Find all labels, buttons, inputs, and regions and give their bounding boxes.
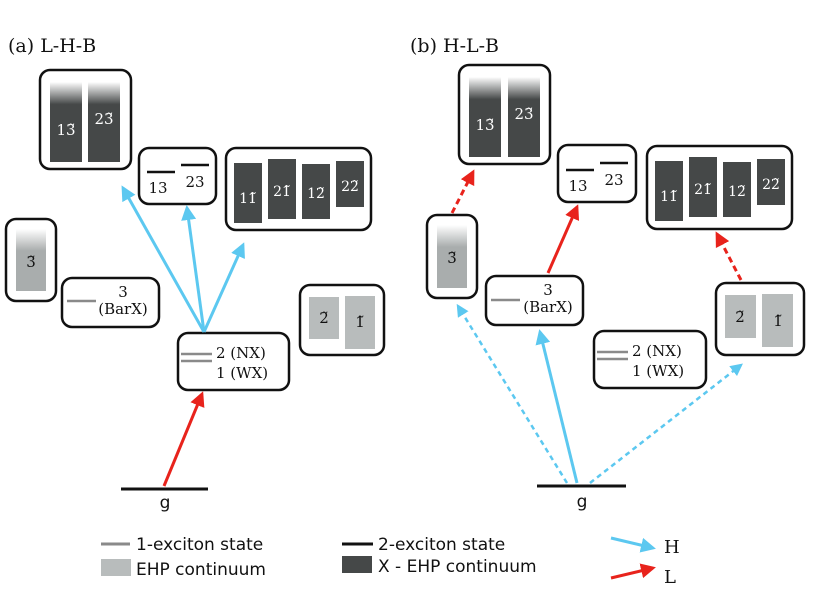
label-3: 3	[118, 283, 128, 301]
panel-b-arrow-L-dashed-right	[715, 231, 743, 281]
legend-H-arrow	[610, 536, 656, 553]
label-barx: (BarX)	[98, 300, 148, 318]
panel-b-arrow-H-solid	[535, 329, 579, 484]
panel-b-xehp-top-box: 13̃ 23̃	[457, 63, 552, 166]
panel-b: (b) H-L-B 13̃ 23̃ 13 23 11̃ 21̃ 12̃	[410, 35, 806, 512]
label-11t: 11̃	[660, 189, 678, 205]
label-3t: 3̃	[26, 253, 36, 271]
label-13t: 13̃	[475, 116, 494, 134]
label-21t: 21̃	[694, 182, 712, 198]
legend-H-label: H	[664, 537, 680, 558]
label-3: 3	[543, 281, 553, 299]
label-nx: 2 (NX)	[216, 344, 266, 362]
panel-a: (a) L-H-B 13̃ 23̃ 13 23 11̃ 21̃ 12̃	[4, 35, 386, 513]
panel-b-title: (b) H-L-B	[410, 35, 499, 57]
label-23t: 23̃	[514, 105, 533, 123]
panel-b-ehp21-box: 2̃ 1̃	[714, 281, 806, 357]
panel-b-arrow-H-dashed-right	[589, 363, 743, 484]
panel-b-arrow-L-solid	[546, 204, 580, 274]
panel-a-arrow-H-1	[121, 185, 206, 333]
legend: 1-exciton state EHP continuum 2-exciton …	[101, 535, 680, 588]
label-3t: 3̃	[447, 249, 457, 267]
label-23t: 23̃	[94, 110, 113, 128]
panel-a-xehp-top-box: 13̃ 23̃	[38, 68, 133, 171]
label-12t: 12̃	[307, 186, 325, 202]
panel-b-xehp-right-box: 11̃ 21̃ 12̃ 22̃	[645, 144, 794, 231]
panel-a-arrow-H-2	[181, 205, 206, 333]
legend-xehp-label: X - EHP continuum	[378, 557, 537, 577]
label-13: 13	[568, 177, 587, 195]
panel-a-title: (a) L-H-B	[8, 35, 96, 57]
legend-ehp-label: EHP continuum	[136, 560, 266, 580]
panel-b-biexciton-box: 13 23	[556, 143, 638, 204]
legend-ehp-swatch	[101, 559, 131, 576]
label-11t: 11̃	[239, 191, 257, 207]
panel-a-xehp-right-box: 11̃ 21̃ 12̃ 22̃	[224, 146, 373, 232]
panel-a-nxwx-box: 2 (NX) 1 (WX)	[176, 331, 291, 392]
label-21t: 21̃	[273, 184, 291, 200]
label-12t: 12̃	[728, 184, 746, 200]
label-barx: (BarX)	[523, 298, 573, 316]
panel-b-nxwx-box: 2 (NX) 1 (WX)	[592, 329, 708, 390]
label-23: 23	[185, 173, 204, 191]
panel-a-ehp21-box: 2̃ 1̃	[298, 283, 386, 357]
panel-a-ground-label: g	[160, 493, 171, 513]
label-22t: 22̃	[762, 177, 780, 193]
label-wx: 1 (WX)	[216, 364, 268, 382]
label-13: 13	[148, 179, 167, 197]
label-1t: 1̃	[773, 312, 783, 330]
panel-b-arrow-L-dashed-left	[450, 169, 475, 214]
panel-a-arrow-H-3	[202, 242, 245, 333]
panel-a-arrow-L	[162, 391, 205, 487]
panel-b-ehp3-box: 3̃	[425, 213, 479, 300]
legend-xehp-swatch	[342, 556, 372, 573]
panel-b-ground-label: g	[577, 492, 588, 512]
label-23: 23	[604, 171, 623, 189]
label-22t: 22̃	[341, 179, 359, 195]
legend-L-label: L	[664, 567, 676, 588]
label-wx: 1 (WX)	[632, 362, 684, 380]
legend-L-arrow	[610, 563, 656, 580]
label-nx: 2 (NX)	[632, 342, 682, 360]
panel-b-arrow-H-dashed-left	[456, 303, 569, 484]
panel-a-biexciton-box: 13 23	[137, 146, 218, 206]
label-1t: 1̃	[355, 313, 365, 331]
legend-two-exciton-label: 2-exciton state	[378, 535, 505, 555]
legend-one-exciton-label: 1-exciton state	[136, 535, 263, 555]
panel-a-ehp3-box: 3̃	[4, 217, 58, 303]
panel-a-barx-box: 3 (BarX)	[60, 276, 161, 329]
label-2t: 2̃	[319, 309, 329, 327]
label-2t: 2̃	[735, 308, 745, 326]
panel-b-barx-box: 3 (BarX)	[484, 274, 585, 327]
label-13t: 13̃	[56, 121, 75, 139]
